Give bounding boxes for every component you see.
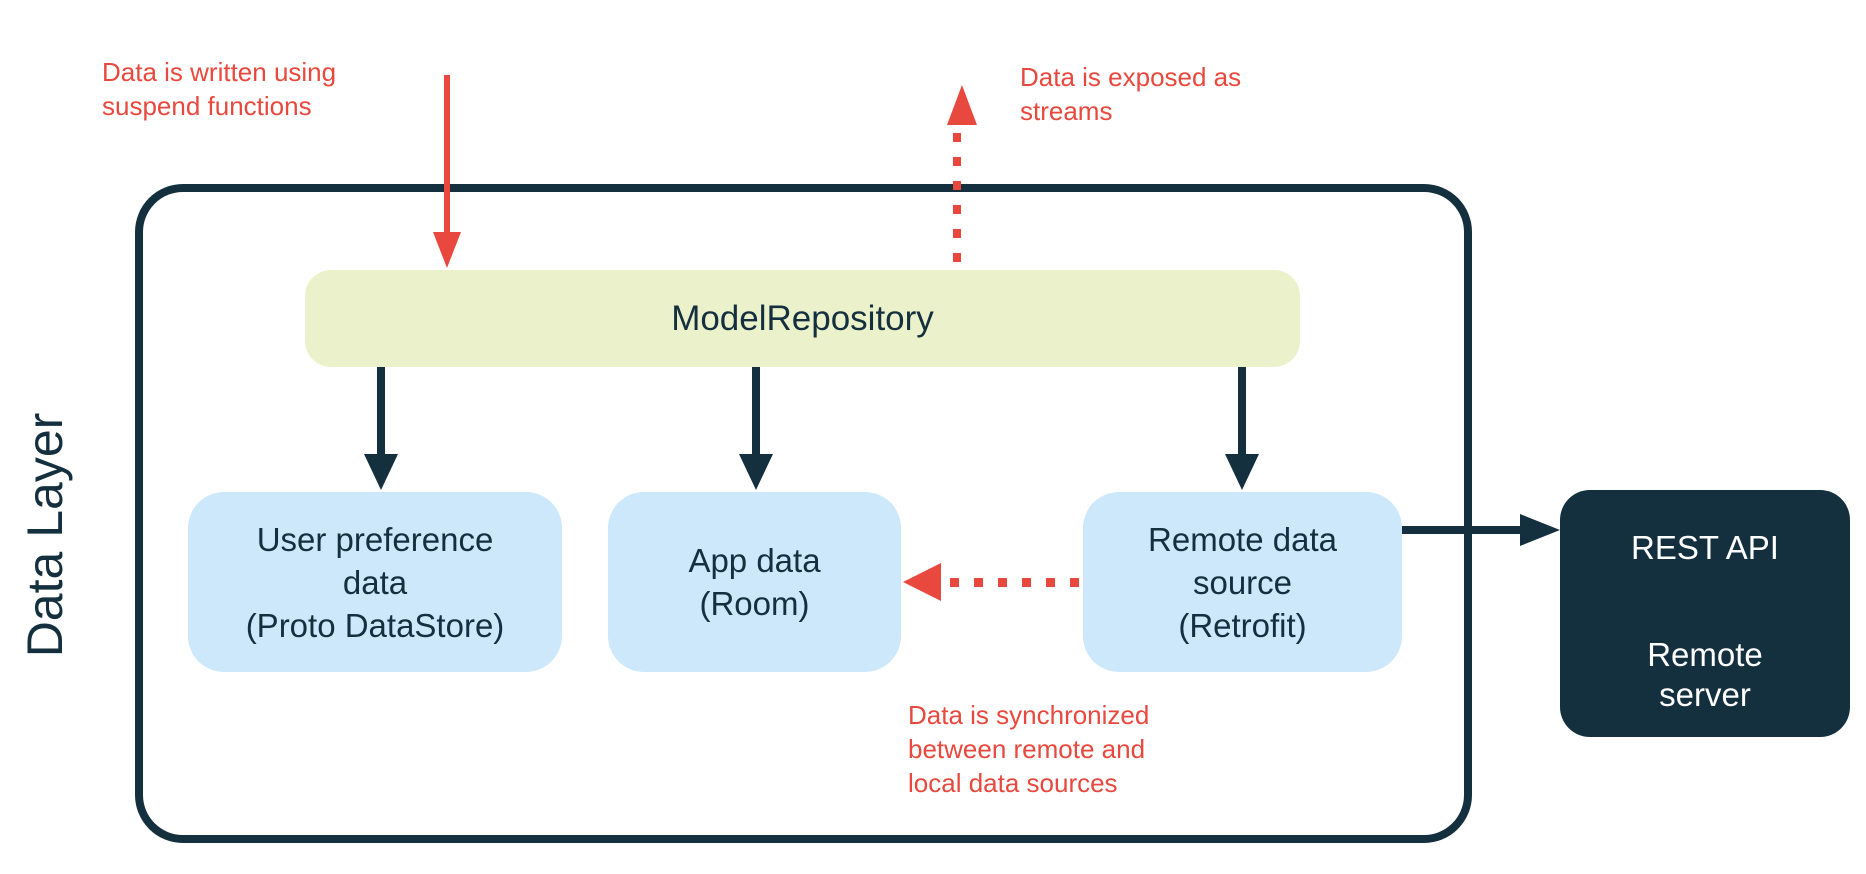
annotation-written: Data is written using suspend functions: [102, 55, 336, 123]
model-repository-node: ModelRepository: [305, 270, 1300, 367]
node-label-line: source: [1192, 563, 1293, 601]
annotation-line: suspend functions: [102, 91, 312, 121]
arrowhead-down-icon: [364, 454, 398, 490]
arrow-line: [1402, 526, 1526, 534]
arrow-line: [1238, 367, 1246, 457]
node-label-line: Remote data: [1148, 520, 1337, 558]
data-layer-label: Data Layer: [17, 412, 73, 658]
annotation-line: Data is written using: [102, 57, 337, 87]
user-preference-node: User preference data (Proto DataStore): [188, 492, 562, 672]
rest-api-title: REST API: [1631, 529, 1779, 566]
annotation-line: local data sources: [908, 768, 1118, 798]
dotted-line: [953, 133, 961, 270]
annotation-line: Data is synchronized: [908, 700, 1150, 730]
annotation-line: between remote and: [908, 734, 1146, 764]
node-label-line: (Room): [699, 585, 810, 622]
arrowhead-left-icon: [903, 563, 941, 601]
arrowhead-down-icon: [1225, 454, 1259, 490]
node-label-line: App data: [688, 542, 821, 579]
node-label-line: Remote: [1647, 636, 1763, 673]
model-repository-label: ModelRepository: [671, 298, 934, 338]
dotted-line: [950, 578, 1080, 587]
node-label-line: (Proto DataStore): [245, 606, 505, 644]
arrowhead-up-icon: [947, 85, 977, 125]
annotation-exposed: Data is exposed as streams: [1020, 60, 1241, 128]
arrow-line: [377, 367, 385, 457]
node-label-line: (Retrofit): [1178, 606, 1307, 644]
data-layer-container: [135, 184, 1472, 843]
arrowhead-right-icon: [1520, 514, 1560, 546]
rest-api-node: REST API Remote server: [1560, 490, 1850, 737]
arrowhead-down-icon: [433, 232, 461, 268]
arrow-line: [752, 367, 760, 457]
arrow-line: [444, 75, 450, 235]
node-label-line: server: [1659, 676, 1751, 713]
annotation-synchronized: Data is synchronized between remote and …: [908, 698, 1149, 800]
remote-data-source-node: Remote data source (Retrofit): [1083, 492, 1402, 672]
app-data-node: App data (Room): [608, 492, 901, 672]
annotation-line: streams: [1020, 96, 1113, 126]
annotation-line: Data is exposed as: [1020, 62, 1242, 92]
node-label-line: User preference: [256, 520, 494, 558]
arrowhead-down-icon: [739, 454, 773, 490]
node-label-line: data: [342, 563, 408, 601]
